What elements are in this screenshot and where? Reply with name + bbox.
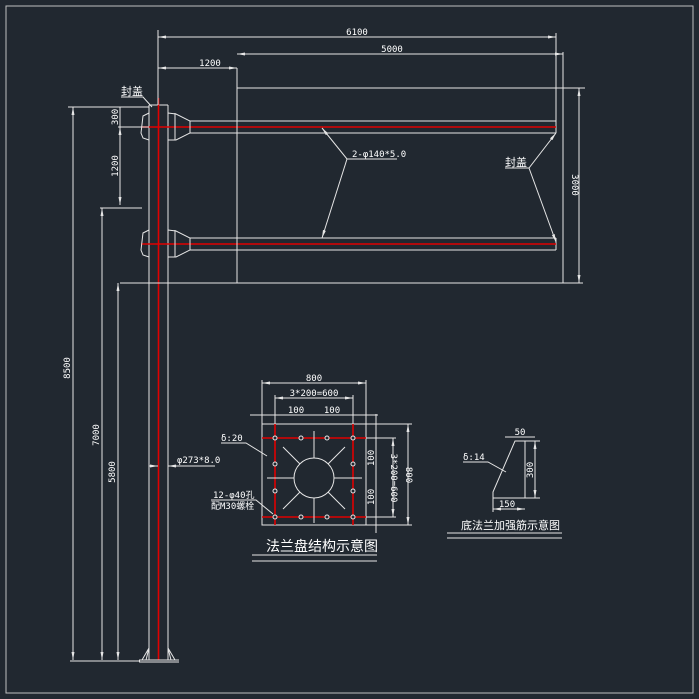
flange-dim-100-bottom: 100 bbox=[367, 489, 377, 505]
drawing-border bbox=[5, 5, 694, 694]
dim-3000: 3000 bbox=[569, 174, 579, 196]
dim-6100: 6100 bbox=[346, 28, 368, 38]
flange-dim-100-left: 100 bbox=[288, 406, 304, 416]
sign-panel bbox=[120, 30, 583, 284]
cap-label-arm: 封盖 bbox=[505, 155, 527, 169]
dim-1200-offset: 1200 bbox=[199, 59, 221, 69]
dim-7000: 7000 bbox=[92, 424, 102, 446]
upper-arm-flange bbox=[140, 112, 191, 141]
cap-label-top: 封盖 bbox=[121, 84, 143, 98]
flange-holes-label: 12-φ40孔 bbox=[213, 490, 255, 501]
rib-dim-300: 300 bbox=[526, 462, 536, 478]
bolt-holes bbox=[272, 435, 356, 520]
flange-thickness: δ:20 bbox=[221, 434, 243, 444]
rib-detail: 50 300 150 δ:14 底法兰加强筋示意图 bbox=[447, 428, 562, 539]
flange-dim-100-top: 100 bbox=[367, 450, 377, 466]
flange-dim-800: 800 bbox=[306, 374, 322, 384]
dim-8500: 8500 bbox=[63, 357, 73, 379]
flange-detail: 800 3*200=600 100 100 100 100 3*200=600 … bbox=[211, 374, 413, 562]
flange-dim-600-v: 3*200=600 bbox=[388, 454, 398, 503]
right-dimension: 3000 bbox=[565, 87, 585, 283]
lower-arm-flange bbox=[140, 229, 191, 258]
arms bbox=[140, 112, 557, 258]
dim-1200-spacing: 1200 bbox=[111, 155, 121, 177]
pole bbox=[139, 98, 179, 663]
pole-spec-label: φ273*8.0 bbox=[177, 456, 220, 466]
flange-dim-800-v: 800 bbox=[403, 467, 413, 483]
rib-title: 底法兰加强筋示意图 bbox=[461, 518, 560, 532]
rib-thickness: δ:14 bbox=[463, 453, 485, 463]
rib-dim-50: 50 bbox=[515, 428, 526, 438]
rib-dim-150: 150 bbox=[499, 500, 515, 510]
left-dimensions: 8500 7000 5800 300 1200 bbox=[63, 106, 149, 662]
dim-5800: 5800 bbox=[108, 461, 118, 483]
flange-title: 法兰盘结构示意图 bbox=[266, 538, 378, 555]
dim-5000: 5000 bbox=[381, 45, 403, 55]
arm-spec-label: 2-φ140*5.0 bbox=[352, 150, 406, 160]
dim-300: 300 bbox=[111, 109, 121, 125]
flange-dim-600: 3*200=600 bbox=[290, 389, 339, 399]
top-dimensions: 6100 5000 1200 bbox=[158, 28, 563, 70]
flange-bolts-label: 配M30螺栓 bbox=[211, 500, 254, 512]
base-ribs bbox=[141, 647, 176, 661]
flange-dim-100-right: 100 bbox=[324, 406, 340, 416]
annotations: 封盖 2-φ140*5.0 封盖 φ273*8.0 bbox=[121, 84, 557, 468]
